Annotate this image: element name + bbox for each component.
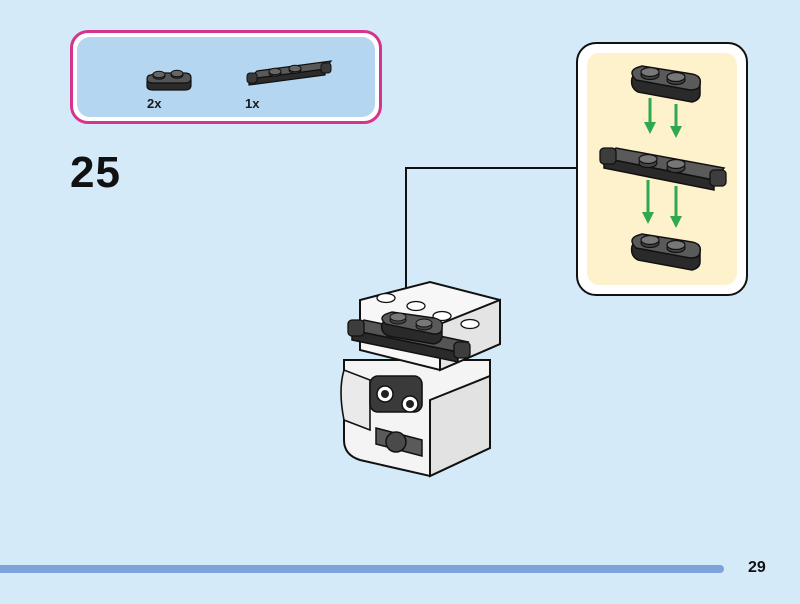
subassembly-illustration: [599, 65, 727, 271]
green-arrows-bottom: [642, 180, 682, 228]
plate-1x4-offset-icon: [246, 60, 333, 86]
green-arrows-top: [644, 98, 682, 138]
page-footer-bar: [0, 565, 724, 573]
parts-list-box: 2x 1x: [70, 30, 382, 124]
middle-offset-plate-icon: [599, 147, 727, 191]
bottom-plate-icon: [630, 233, 702, 271]
top-plate-icon: [630, 65, 702, 103]
part-2-quantity: 1x: [245, 96, 260, 111]
plate-1x2-rounded-icon: [146, 69, 192, 91]
page-number: 29: [748, 559, 766, 576]
part-1-quantity: 2x: [147, 96, 162, 111]
step-number: 25: [70, 148, 121, 197]
parts-list-panel: 2x 1x: [77, 37, 375, 117]
main-model-illustration: [340, 280, 501, 478]
